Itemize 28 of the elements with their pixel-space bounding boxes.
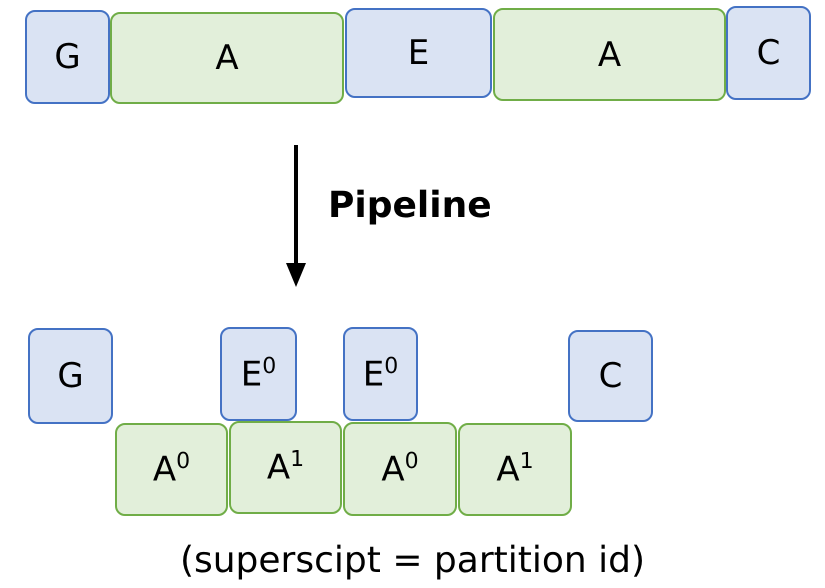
partition-box bbox=[229, 421, 342, 514]
partition-box bbox=[110, 12, 344, 104]
node-label: C bbox=[598, 356, 622, 396]
node-label: A$^{0}$ bbox=[152, 449, 190, 490]
node-label: G bbox=[57, 356, 84, 396]
arrow-caption: Pipeline bbox=[328, 185, 492, 226]
stage-box bbox=[220, 327, 297, 421]
node-label: A$^{1}$ bbox=[496, 449, 534, 490]
node-label: E bbox=[408, 33, 430, 73]
stage-box bbox=[568, 330, 653, 422]
stage-box bbox=[726, 6, 811, 100]
stage-box bbox=[343, 327, 418, 421]
node-label: A$^{0}$ bbox=[381, 448, 419, 490]
partition-box bbox=[115, 423, 228, 516]
node-label: A$^{1}$ bbox=[266, 447, 304, 488]
node-label: E$^{0}$ bbox=[362, 354, 398, 394]
node-label: A bbox=[215, 38, 239, 78]
node-label: G bbox=[54, 37, 81, 77]
caption: (superscipt = partition id) bbox=[180, 540, 646, 581]
partition-box bbox=[343, 422, 457, 516]
node-label: A bbox=[598, 34, 622, 74]
stage-box bbox=[25, 10, 110, 104]
node-label: E$^{0}$ bbox=[240, 354, 276, 394]
stage-box bbox=[345, 8, 492, 98]
partition-box bbox=[458, 423, 572, 516]
partition-box bbox=[493, 8, 726, 101]
node-label: C bbox=[756, 33, 780, 73]
stage-box bbox=[28, 328, 113, 424]
